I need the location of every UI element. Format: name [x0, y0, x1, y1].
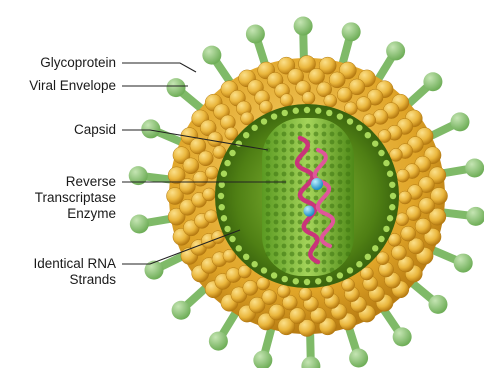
label-line: Viral Envelope: [29, 78, 116, 94]
label-line: Glycoprotein: [40, 55, 116, 71]
label-line: Reverse: [35, 174, 116, 190]
label-line: Capsid: [74, 122, 116, 138]
label-reverse-transcriptase-enzyme: ReverseTranscriptaseEnzyme: [35, 174, 116, 222]
label-identical-rna-strands: Identical RNAStrands: [33, 256, 116, 288]
label-line: Strands: [33, 272, 116, 288]
label-capsid: Capsid: [74, 122, 116, 138]
label-glycoprotein: Glycoprotein: [40, 55, 116, 71]
label-line: Transcriptase: [35, 190, 116, 206]
label-viral-envelope: Viral Envelope: [29, 78, 116, 94]
label-line: Enzyme: [35, 206, 116, 222]
label-line: Identical RNA: [33, 256, 116, 272]
